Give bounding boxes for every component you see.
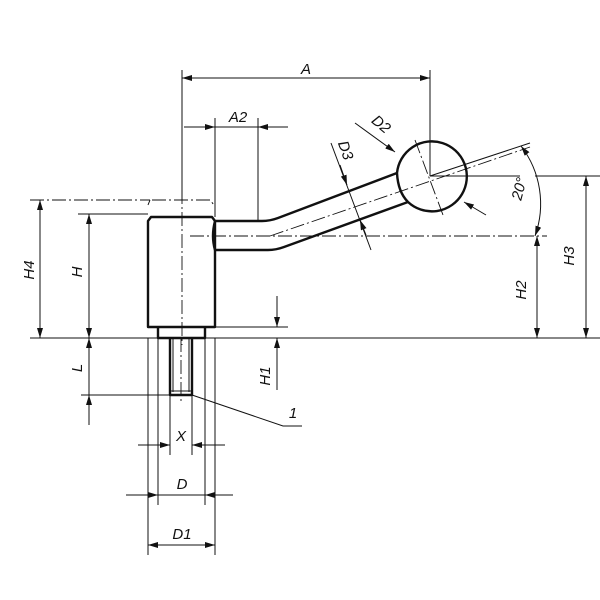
label-D2: D2 — [368, 112, 394, 138]
label-H: H — [69, 266, 86, 277]
label-D: D — [177, 476, 188, 493]
label-A2: A2 — [228, 109, 248, 126]
dimension-D3: D3 — [330, 139, 372, 251]
extension-lines-bottom — [147, 338, 216, 555]
label-H3: H3 — [561, 246, 578, 266]
dimension-H3: H3 — [535, 175, 600, 338]
label-item-1: 1 — [289, 405, 297, 422]
dimension-X: X — [138, 428, 225, 448]
dimension-H2: H2 — [513, 236, 540, 338]
label-X: X — [175, 428, 187, 445]
label-D3: D3 — [334, 139, 357, 163]
lever-body — [30, 199, 217, 340]
dimension-A: A — [181, 61, 431, 200]
dimension-D1: D1 — [148, 526, 215, 548]
dimension-H1: H1 — [215, 296, 288, 390]
dimension-D: D — [126, 476, 233, 498]
label-H1: H1 — [257, 366, 274, 385]
label-H4: H4 — [21, 260, 38, 279]
label-L: L — [69, 364, 86, 372]
dimension-L: L — [69, 338, 192, 425]
item-leader-1: 1 — [191, 394, 302, 427]
dimension-angle: 20° — [429, 142, 542, 237]
dimension-A2: A2 — [184, 109, 288, 221]
lever-arm — [211, 171, 409, 252]
dimension-H4: H4 — [21, 200, 43, 338]
label-angle: 20° — [508, 176, 531, 203]
label-H2: H2 — [513, 280, 530, 300]
center-lines — [180, 139, 547, 402]
dimension-H: H — [69, 213, 148, 338]
label-D1: D1 — [172, 526, 191, 543]
label-A: A — [300, 61, 311, 78]
dimension-D2: D2 — [354, 112, 487, 216]
